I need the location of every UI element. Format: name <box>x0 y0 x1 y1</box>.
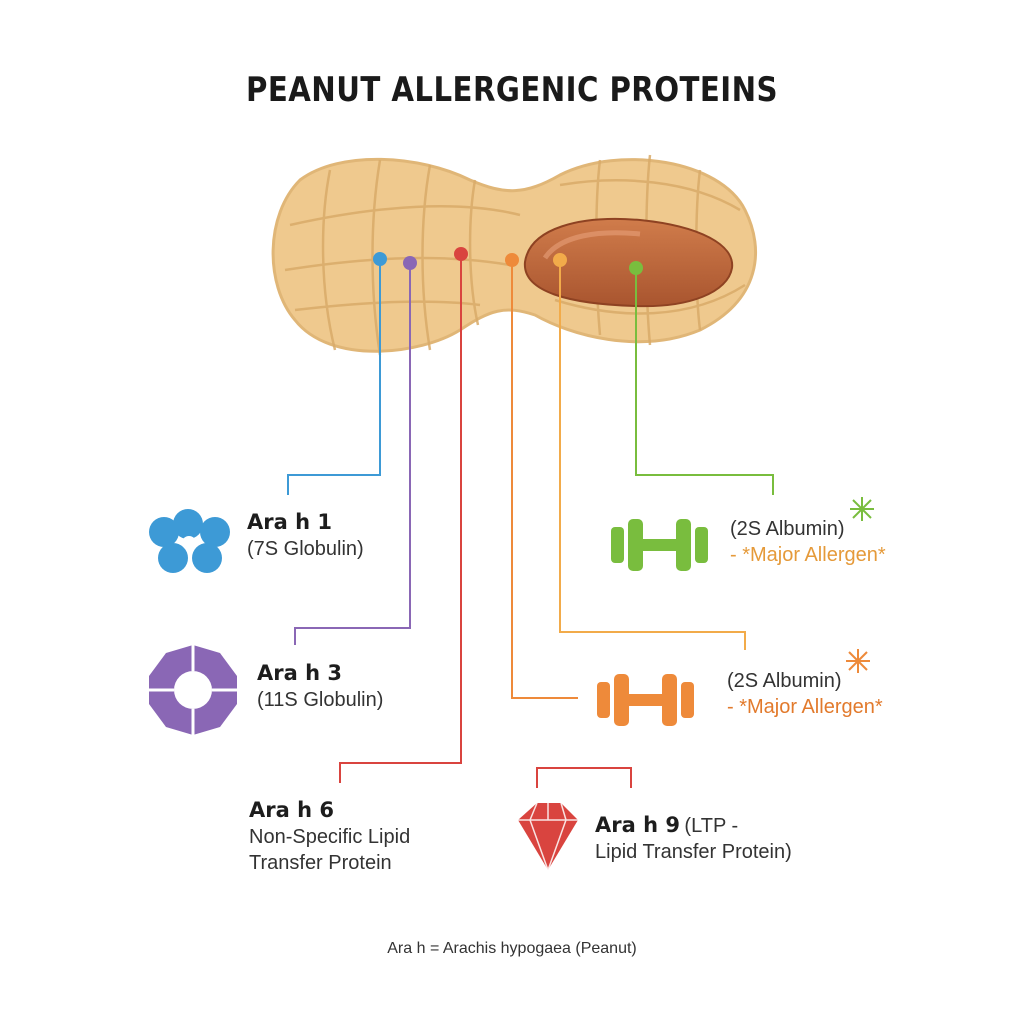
label-ara-h-9: Ara h 9 (LTP - Lipid Transfer Protein) <box>595 812 792 865</box>
sparkle-icon <box>846 649 870 673</box>
marker-dot-purple <box>403 256 417 270</box>
protein-name: Ara h 6 <box>249 798 334 822</box>
label-ara-h-3: Ara h 3 (11S Globulin) <box>257 660 383 713</box>
connector-ara-h-3 <box>294 263 411 645</box>
protein-name: Ara h 1 <box>247 510 332 534</box>
marker-dot-blue <box>373 252 387 266</box>
shell-ridges <box>284 154 746 356</box>
kernel-highlight <box>542 230 641 260</box>
label-albumin-orange: (2S Albumin) - *Major Allergen* <box>727 668 883 720</box>
protein-desc-line: Lipid Transfer Protein) <box>595 841 792 864</box>
marker-dots <box>373 247 643 275</box>
sparkle-icon <box>850 497 874 521</box>
marker-dot-red <box>454 247 468 261</box>
page-title: PEANUT ALLERGENIC PROTEINS <box>245 70 779 110</box>
connector-ara-h-1 <box>287 259 381 495</box>
marker-dot-green <box>629 261 643 275</box>
marker-dot-orange <box>505 253 519 267</box>
connector-ara-h-6 <box>339 254 462 783</box>
connector-albumin-orange <box>511 260 578 699</box>
protein-desc-line: Transfer Protein <box>249 852 392 875</box>
protein-desc: (2S Albumin) <box>730 518 845 540</box>
protein-desc: (7S Globulin) <box>247 538 364 561</box>
connector-albumin-green <box>635 268 774 495</box>
footnote: Ara h = Arachis hypogaea (Peanut) <box>387 940 637 957</box>
major-allergen-note: - *Major Allergen* <box>730 544 886 566</box>
dumbbell-icon <box>597 674 694 726</box>
label-ara-h-1: Ara h 1 (7S Globulin) <box>247 509 364 562</box>
protein-desc-line: Non-Specific Lipid <box>249 826 411 849</box>
marker-dot-yellow <box>553 253 567 267</box>
label-albumin-green: (2S Albumin) - *Major Allergen* <box>730 516 886 568</box>
protein-desc: (LTP - <box>684 815 739 837</box>
connector-lines <box>287 254 774 788</box>
label-ara-h-6: Ara h 6 Non-Specific Lipid Transfer Prot… <box>249 797 410 876</box>
flower-icon <box>149 509 230 573</box>
peanut-kernel <box>523 217 734 308</box>
connector-albumin-yellow <box>559 260 746 650</box>
connector-ara-h-9 <box>536 767 632 788</box>
protein-name: Ara h 9 <box>595 813 680 837</box>
protein-desc: (11S Globulin) <box>257 689 384 712</box>
ring-icon <box>149 645 237 735</box>
dumbbell-icon <box>611 519 708 571</box>
major-allergen-note: - *Major Allergen* <box>727 696 883 718</box>
protein-desc: (2S Albumin) <box>727 670 842 692</box>
gem-icon <box>518 802 578 871</box>
protein-name: Ara h 3 <box>257 661 342 685</box>
